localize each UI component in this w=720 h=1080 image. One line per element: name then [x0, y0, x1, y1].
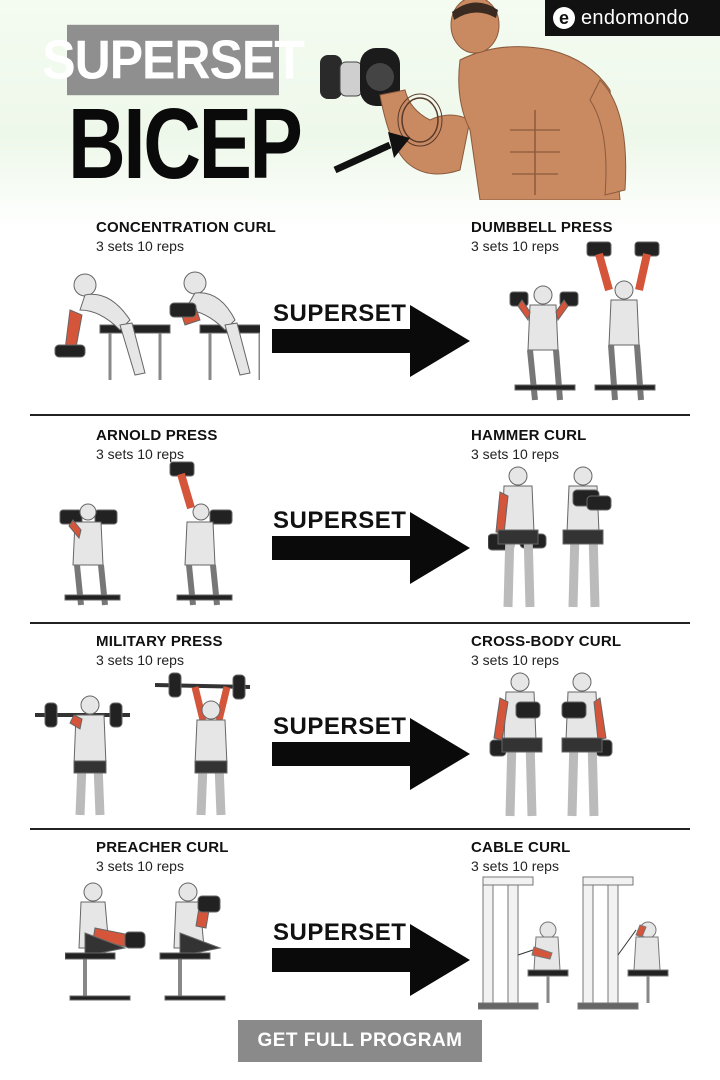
exercise-right-title: CROSS-BODY CURL	[471, 633, 622, 650]
arrow-right-icon	[272, 924, 470, 996]
exercise-left-title: CONCENTRATION CURL	[96, 219, 276, 236]
exercise-left-title: PREACHER CURL	[96, 839, 229, 856]
brand-badge[interactable]: e endomondo	[545, 0, 720, 36]
superset-label: SUPERSET	[273, 713, 407, 740]
cross-body-curl-illustration	[489, 672, 613, 817]
exercise-right-sets: 3 sets 10 reps	[471, 652, 559, 668]
row-divider	[30, 622, 690, 624]
hero-athlete-illustration	[320, 0, 627, 200]
military-press-illustration	[35, 672, 251, 816]
arrow-right-icon	[272, 718, 470, 790]
concentration-curl-illustration	[54, 271, 260, 380]
row-divider	[30, 828, 690, 830]
exercise-left-title: MILITARY PRESS	[96, 633, 223, 650]
exercise-left-sets: 3 sets 10 reps	[96, 858, 184, 874]
exercise-left-sets: 3 sets 10 reps	[96, 652, 184, 668]
exercise-right-title: CABLE CURL	[471, 839, 571, 856]
title-superset: SUPERSET	[42, 24, 305, 96]
row-divider	[30, 414, 690, 416]
exercise-right-sets: 3 sets 10 reps	[471, 446, 559, 462]
preacher-curl-illustration	[65, 882, 226, 1001]
get-full-program-button[interactable]: GET FULL PROGRAM	[238, 1020, 482, 1062]
superset-label: SUPERSET	[273, 507, 407, 534]
cable-curl-illustration	[478, 876, 669, 1010]
exercise-left-sets: 3 sets 10 reps	[96, 446, 184, 462]
exercise-right-sets: 3 sets 10 reps	[471, 858, 559, 874]
brand-logo-icon: e	[553, 7, 575, 29]
exercise-right-title: DUMBBELL PRESS	[471, 219, 613, 236]
exercise-left-sets: 3 sets 10 reps	[96, 238, 184, 254]
arrow-right-icon	[272, 512, 470, 584]
superset-label: SUPERSET	[273, 919, 407, 946]
brand-name: endomondo	[581, 6, 690, 29]
exercise-left-title: ARNOLD PRESS	[96, 427, 218, 444]
title-bicep: BICEP	[68, 88, 303, 200]
superset-label: SUPERSET	[273, 300, 407, 327]
exercise-right-sets: 3 sets 10 reps	[471, 238, 559, 254]
arnold-press-illustration	[59, 461, 233, 606]
arrow-right-icon	[272, 305, 470, 377]
dumbbell-press-illustration	[509, 241, 660, 401]
exercise-right-title: HAMMER CURL	[471, 427, 587, 444]
hammer-curl-illustration	[488, 466, 612, 608]
